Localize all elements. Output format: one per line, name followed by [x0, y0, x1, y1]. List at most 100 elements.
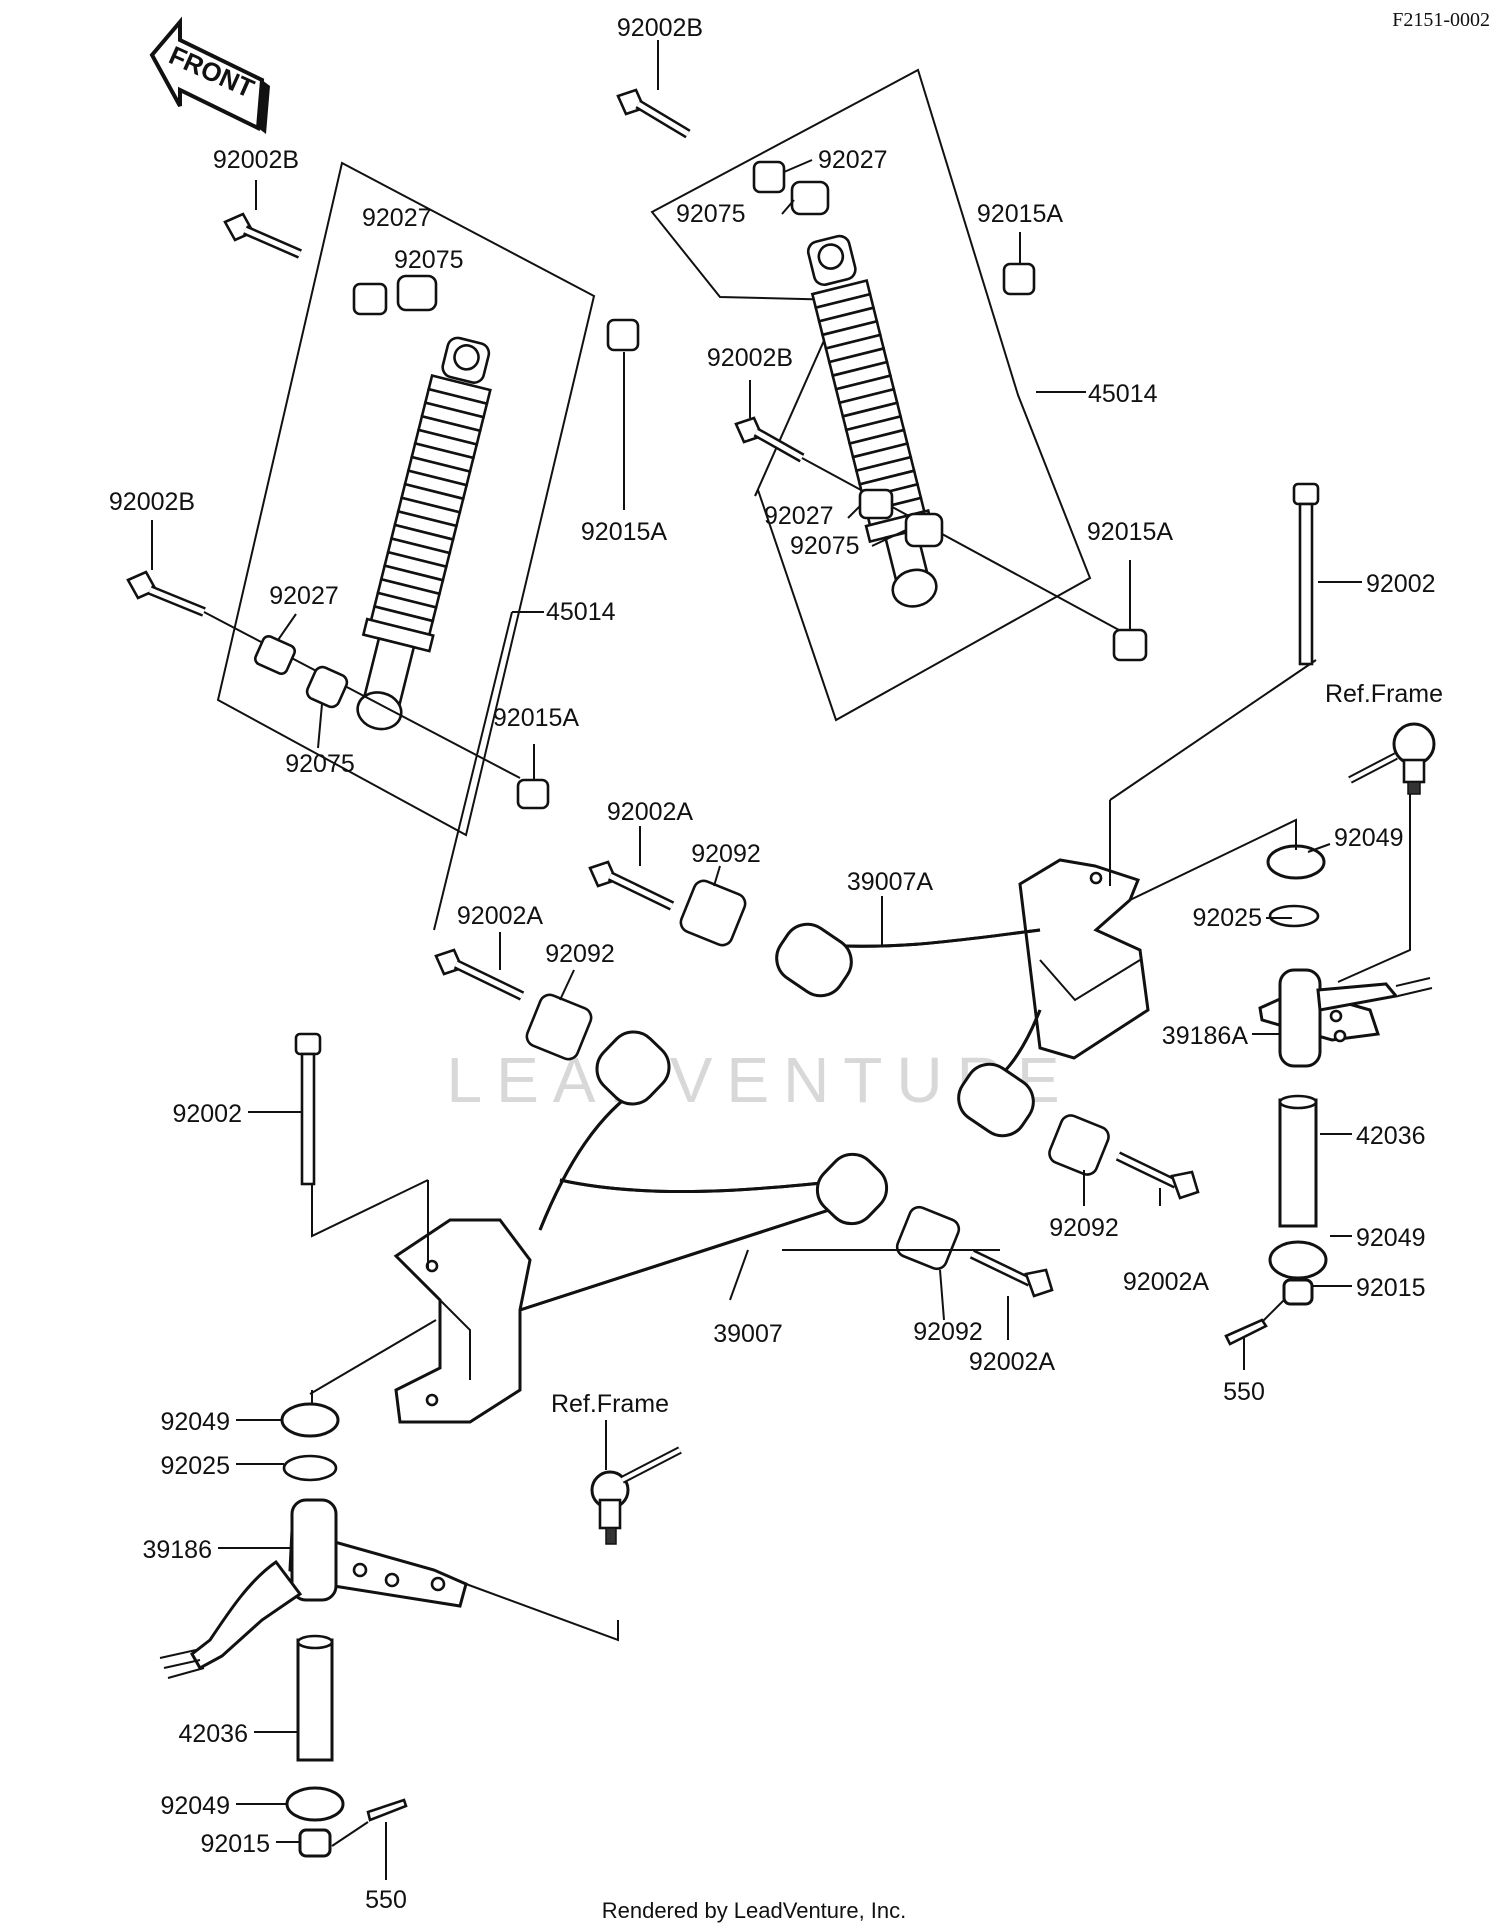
label-nut-right-low: 92015A — [1087, 518, 1174, 546]
leader-lines — [151, 40, 1362, 1880]
label-nut-left-low: 92015A — [493, 704, 580, 732]
label-kingpin-right: 92002 — [1366, 570, 1436, 598]
bolt-top-left — [223, 212, 302, 259]
label-bushing-right-top: 92075 — [676, 200, 746, 228]
nut-left-low — [516, 778, 550, 810]
label-knuckle-left: 39186 — [142, 1536, 212, 1564]
shim-right — [1268, 904, 1320, 928]
label-ref-frame-right: Ref.Frame — [1325, 680, 1443, 708]
nut-right-bottom — [1282, 1278, 1314, 1306]
drawing-code: F2151-0002 — [1392, 9, 1490, 31]
front-arrow-icon: FRONT — [149, 16, 270, 134]
bushing-arm-lower — [895, 1205, 961, 1271]
label-bolt-top-center: 92002B — [617, 14, 703, 42]
label-bushing-left-low: 92075 — [285, 750, 355, 778]
label-bolt-arm-upper-2: 92002A — [457, 902, 544, 930]
label-collar-right-top: 92027 — [818, 146, 888, 174]
bushing-arm-upper-3 — [1048, 1114, 1110, 1176]
bushing-left-top — [396, 274, 438, 312]
kingpin-left — [294, 1032, 322, 1186]
pipe-left — [296, 1638, 334, 1762]
bushing-arm-upper-2 — [525, 993, 593, 1061]
shock-absorber-right — [806, 234, 938, 608]
label-ref-frame-left: Ref.Frame — [551, 1390, 669, 1418]
label-pipe-left: 42036 — [178, 1720, 248, 1748]
shock-group-right — [616, 68, 1148, 722]
footer-credit: Rendered by LeadVenture, Inc. — [602, 1898, 907, 1923]
shock-group-left — [126, 161, 596, 837]
label-nut-left-bottom: 92015 — [200, 1830, 270, 1858]
collar-left-top — [352, 282, 388, 316]
label-bolt-top-left: 92002B — [213, 146, 299, 174]
washer-left-top — [280, 1402, 340, 1438]
label-bushing-arm-lower: 92092 — [913, 1318, 983, 1346]
knuckle-stack-left — [159, 1032, 682, 1858]
washer-right-top — [1266, 844, 1326, 880]
bolt-top-center — [616, 88, 691, 139]
label-collar-left-low: 92027 — [269, 582, 339, 610]
washer-left-bottom — [285, 1786, 345, 1822]
label-bolt-left-mid: 92002B — [109, 488, 195, 516]
label-washer-left-bottom: 92049 — [160, 1792, 230, 1820]
label-pin-left: 550 — [365, 1886, 407, 1914]
label-nut-center-mid: 92015A — [581, 518, 668, 546]
bushing-arm-upper-1 — [679, 879, 747, 947]
tie-rod-end-left — [590, 1446, 682, 1545]
label-knuckle-right: 39186A — [1162, 1022, 1249, 1050]
label-washer-right-bottom: 92049 — [1356, 1224, 1426, 1252]
bolt-left-mid — [126, 570, 206, 617]
label-collar-right-low: 92027 — [764, 502, 834, 530]
upper-arm-group — [434, 659, 1317, 1200]
bolt-arm-upper-2 — [434, 948, 525, 1001]
cotter-pin-right — [1224, 1318, 1268, 1346]
label-arm-lower: 39007 — [713, 1320, 783, 1348]
label-nut-right-bottom: 92015 — [1356, 1274, 1426, 1302]
nut-right-low — [1112, 628, 1148, 662]
nut-center-mid — [606, 318, 640, 352]
label-washer-left-top: 92049 — [160, 1408, 230, 1436]
label-pipe-right: 42036 — [1356, 1122, 1426, 1150]
label-shim-right: 92025 — [1192, 904, 1262, 932]
pipe-right — [1278, 1098, 1318, 1228]
label-nut-right-top: 92015A — [977, 200, 1064, 228]
label-bushing-right-low: 92075 — [790, 532, 860, 560]
label-shock-right: 45014 — [1088, 380, 1158, 408]
tie-rod-end-right — [1348, 722, 1436, 795]
label-bolt-arm-upper-3: 92002A — [1123, 1268, 1210, 1296]
bolt-arm-upper-1 — [588, 860, 675, 911]
bolt-arm-upper-3 — [1115, 1151, 1200, 1200]
label-pin-right: 550 — [1223, 1378, 1265, 1406]
label-shim-left: 92025 — [160, 1452, 230, 1480]
label-bolt-arm-lower: 92002A — [969, 1348, 1056, 1376]
watermark: LEADVENTURE — [447, 1044, 1074, 1116]
collar-right-top — [752, 160, 786, 194]
label-washer-right-top: 92049 — [1334, 824, 1404, 852]
label-bushing-arm-upper-1: 92092 — [691, 840, 761, 868]
bolt-arm-lower — [969, 1249, 1054, 1298]
cotter-pin-left — [366, 1798, 408, 1822]
bolt-right-mid — [734, 416, 805, 463]
knuckle-stack-right — [1129, 482, 1436, 1346]
bushing-right-low — [904, 512, 944, 548]
label-bolt-arm-upper-1: 92002A — [607, 798, 694, 826]
label-collar-left-top: 92027 — [362, 204, 432, 232]
label-bushing-arm-upper-3: 92092 — [1049, 1214, 1119, 1242]
label-shock-left: 45014 — [546, 598, 616, 626]
label-arm-upper: 39007A — [847, 868, 934, 896]
part-labels: 92002B 92002B 92027 92075 92027 92075 92… — [109, 14, 1443, 1914]
bushing-left-low — [305, 665, 349, 709]
label-bolt-right-mid: 92002B — [707, 344, 793, 372]
nut-left-bottom — [298, 1828, 332, 1858]
label-bushing-left-top: 92075 — [394, 246, 464, 274]
nut-right-top — [1002, 262, 1036, 296]
kingpin-right — [1292, 482, 1320, 666]
bushing-right-top — [790, 180, 830, 216]
lower-arm-group — [309, 1030, 1054, 1424]
collar-left-low — [253, 635, 297, 675]
label-bushing-arm-upper-2: 92092 — [545, 940, 615, 968]
shim-left — [282, 1454, 338, 1482]
shock-absorber-left — [356, 336, 492, 731]
washer-right-bottom — [1268, 1240, 1328, 1280]
label-kingpin-left: 92002 — [172, 1100, 242, 1128]
